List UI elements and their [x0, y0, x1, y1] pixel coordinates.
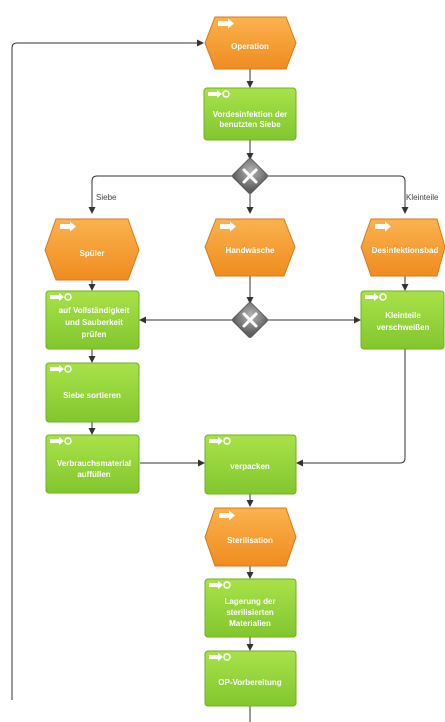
xor-connector-icon: [242, 312, 258, 328]
event-label: Sterilisation: [227, 536, 273, 545]
event-arrow-icon: [220, 221, 236, 232]
function-lagerung: Lagerung der sterilisierten Materialien: [204, 578, 297, 638]
function-op-vorbereitung: OP-Vorbereitung: [204, 650, 297, 707]
function-label-line: OP-Vorbereitung: [218, 678, 282, 687]
function-label-line: Verbrauchsmaterial: [57, 459, 131, 468]
function-vordesinfektion: Vordesinfektion der benutzten Siebe: [203, 87, 297, 141]
label-kleinteile: Kleinteile: [406, 193, 439, 202]
function-arrow-icon: [208, 90, 230, 98]
loop-back-line: [11, 39, 204, 700]
function-label-line: Siebe sortieren: [63, 391, 121, 400]
connections: [11, 39, 409, 722]
function-arrow-icon: [365, 293, 387, 301]
function-label-line: prüfen: [82, 330, 107, 339]
function-label-line: Materialien: [229, 619, 271, 628]
event-arrow-icon: [219, 510, 235, 521]
function-arrow-icon: [209, 581, 231, 589]
function-label-line: und Sauberkeit: [65, 318, 123, 327]
function-arrow-icon: [209, 437, 231, 445]
function-verpacken: verpacken: [204, 434, 297, 495]
event-desinfektionsbad: Desinfektionsbad: [360, 218, 445, 277]
function-siebe-sortieren: Siebe sortieren: [45, 362, 140, 423]
function-kleinteile: Kleinteile verschweißen: [360, 290, 445, 350]
function-verbrauchsmaterial: Verbrauchsmaterial auffüllen: [45, 434, 140, 494]
edge-xor1-siebe: [88, 175, 237, 214]
function-label-line: verpacken: [230, 462, 270, 471]
function-label-line: auffüllen: [77, 470, 110, 479]
function-arrow-icon: [50, 293, 72, 301]
function-arrow-icon: [209, 653, 231, 661]
event-label: Spüler: [80, 249, 105, 258]
function-label-line: Vordesinfektion der: [213, 110, 288, 119]
function-label-line: Kleinteile: [385, 311, 421, 320]
event-spueler: Spüler: [44, 218, 140, 281]
event-arrow-icon: [375, 221, 391, 232]
function-label-line: Lagerung der: [224, 597, 275, 606]
edge-xor1-kleinteile: [263, 175, 409, 214]
function-label-line: sterilisierten: [226, 608, 274, 617]
xor-connector-1: [232, 158, 268, 194]
xor-connector-icon: [242, 168, 258, 184]
function-label-line: auf Vollständigkeit: [59, 306, 130, 315]
event-label: Desinfektionsbad: [372, 246, 439, 255]
function-label-line: verschweißen: [377, 323, 430, 332]
xor-connector-2: [232, 302, 268, 338]
event-label: Operation: [231, 42, 269, 51]
function-label-line: benutzten Siebe: [219, 120, 281, 129]
function-arrow-icon: [50, 437, 72, 445]
function-arrow-icon: [50, 365, 72, 373]
event-handwaesche: Handwäsche: [204, 218, 296, 277]
event-label: Handwäsche: [226, 246, 275, 255]
event-operation: Operation: [204, 16, 297, 70]
function-pruefen: auf Vollständigkeit und Sauberkeit prüfe…: [45, 290, 140, 350]
edge-kleinteile-verpacken: [296, 349, 406, 467]
event-arrow-icon: [218, 18, 234, 29]
event-sterilisation: Sterilisation: [204, 507, 297, 567]
label-siebe: Siebe: [96, 193, 117, 202]
event-arrow-icon: [60, 221, 76, 232]
